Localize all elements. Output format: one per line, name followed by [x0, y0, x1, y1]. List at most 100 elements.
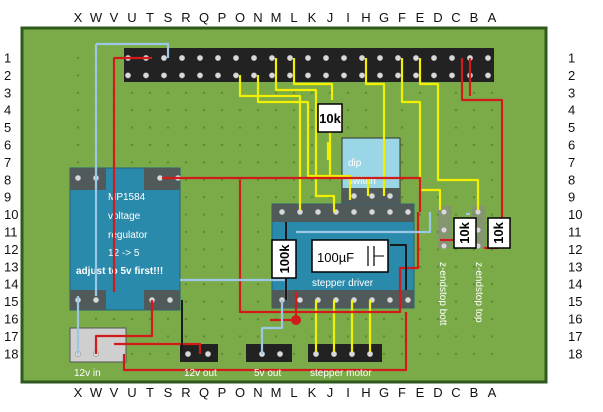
row-label-right: 16	[568, 312, 582, 327]
board-hole	[418, 248, 422, 251]
board-hole	[274, 126, 278, 129]
board-hole	[184, 265, 188, 268]
board-hole	[76, 161, 80, 164]
board-hole	[382, 317, 386, 321]
column-label-top: K	[308, 10, 317, 25]
board-hole	[490, 109, 494, 112]
column-label-bottom: L	[290, 385, 297, 400]
pin	[412, 72, 420, 79]
board-hole	[418, 317, 422, 321]
board-hole	[490, 213, 494, 216]
board-hole	[328, 178, 332, 181]
driver-label: stepper driver	[312, 278, 374, 289]
board-hole	[76, 74, 80, 77]
board-hole	[454, 335, 458, 338]
board-hole	[166, 126, 170, 129]
board-hole	[274, 109, 278, 112]
board-hole	[202, 196, 206, 199]
board-hole	[220, 248, 224, 251]
board-hole	[184, 126, 188, 129]
column-label-bottom: P	[218, 385, 227, 400]
resistor-100k-label: 100k	[277, 244, 292, 274]
label-12v-out: 12v out	[184, 368, 217, 379]
pin	[196, 54, 204, 62]
board-hole	[472, 161, 476, 164]
column-label-bottom: X	[74, 385, 83, 400]
board-hole	[274, 161, 278, 164]
pin	[160, 54, 168, 62]
board-hole	[220, 352, 224, 355]
pin	[484, 72, 492, 79]
board-hole	[454, 126, 458, 129]
pin	[376, 54, 384, 62]
regulator-line2: voltage	[108, 211, 141, 222]
board-hole	[184, 335, 188, 338]
board-hole	[472, 143, 476, 147]
pin	[368, 208, 376, 216]
row-label-right: 5	[568, 120, 575, 135]
pin	[376, 72, 384, 79]
board-hole	[490, 352, 494, 355]
board-hole	[256, 109, 260, 112]
pin	[368, 192, 376, 200]
board-hole	[364, 335, 368, 338]
board-hole	[382, 352, 386, 355]
board-hole	[184, 300, 188, 303]
column-label-top: H	[361, 10, 370, 25]
board-hole	[202, 178, 206, 181]
pin	[268, 72, 276, 79]
row-label-left: 18	[4, 346, 18, 361]
column-label-bottom: M	[271, 385, 282, 400]
column-label-top: G	[379, 10, 389, 25]
pin	[204, 350, 212, 358]
board-hole	[436, 248, 440, 251]
board-hole	[346, 109, 350, 112]
column-label-bottom: B	[470, 385, 479, 400]
pin	[214, 72, 222, 79]
column-label-top: J	[327, 10, 334, 25]
row-label-right: 11	[568, 225, 582, 240]
board-hole	[220, 91, 224, 95]
column-label-bottom: H	[361, 385, 370, 400]
board-hole	[436, 196, 440, 199]
board-hole	[346, 126, 350, 129]
board-hole	[256, 178, 260, 181]
board-hole	[202, 126, 206, 129]
pin	[312, 350, 320, 358]
board-hole	[76, 56, 80, 60]
board-hole	[202, 248, 206, 251]
label-12v-in: 12v in	[74, 368, 101, 379]
board-hole	[418, 265, 422, 268]
board-hole	[220, 317, 224, 321]
pin	[232, 54, 240, 62]
column-label-bottom: T	[146, 385, 154, 400]
board-hole	[400, 335, 404, 338]
board-hole	[490, 335, 494, 338]
pin	[124, 72, 132, 79]
pin	[250, 72, 258, 79]
column-label-top: V	[110, 10, 119, 25]
pin	[430, 54, 438, 62]
board-hole	[184, 161, 188, 164]
board-hole	[220, 230, 224, 234]
board-hole	[184, 91, 188, 95]
capacitor-label: 100µF	[317, 250, 354, 265]
dip-label-1: dip	[348, 158, 362, 169]
board-hole	[202, 213, 206, 216]
resistor-10k-endstop-top-label: 10k	[491, 221, 506, 243]
column-label-top: A	[488, 10, 497, 25]
row-label-right: 3	[568, 85, 575, 100]
pin	[314, 208, 322, 216]
pin	[484, 54, 492, 62]
pin	[358, 72, 366, 79]
board-hole	[472, 283, 476, 286]
resistor-10k-endstop-top: 10k	[487, 217, 511, 249]
board-hole	[364, 109, 368, 112]
resistor-10k-endstop-bott-label: 10k	[457, 221, 472, 243]
pin	[278, 208, 286, 216]
board-hole	[472, 300, 476, 303]
board-hole	[202, 335, 206, 338]
row-label-left: 13	[4, 259, 18, 274]
board-hole	[256, 126, 260, 129]
